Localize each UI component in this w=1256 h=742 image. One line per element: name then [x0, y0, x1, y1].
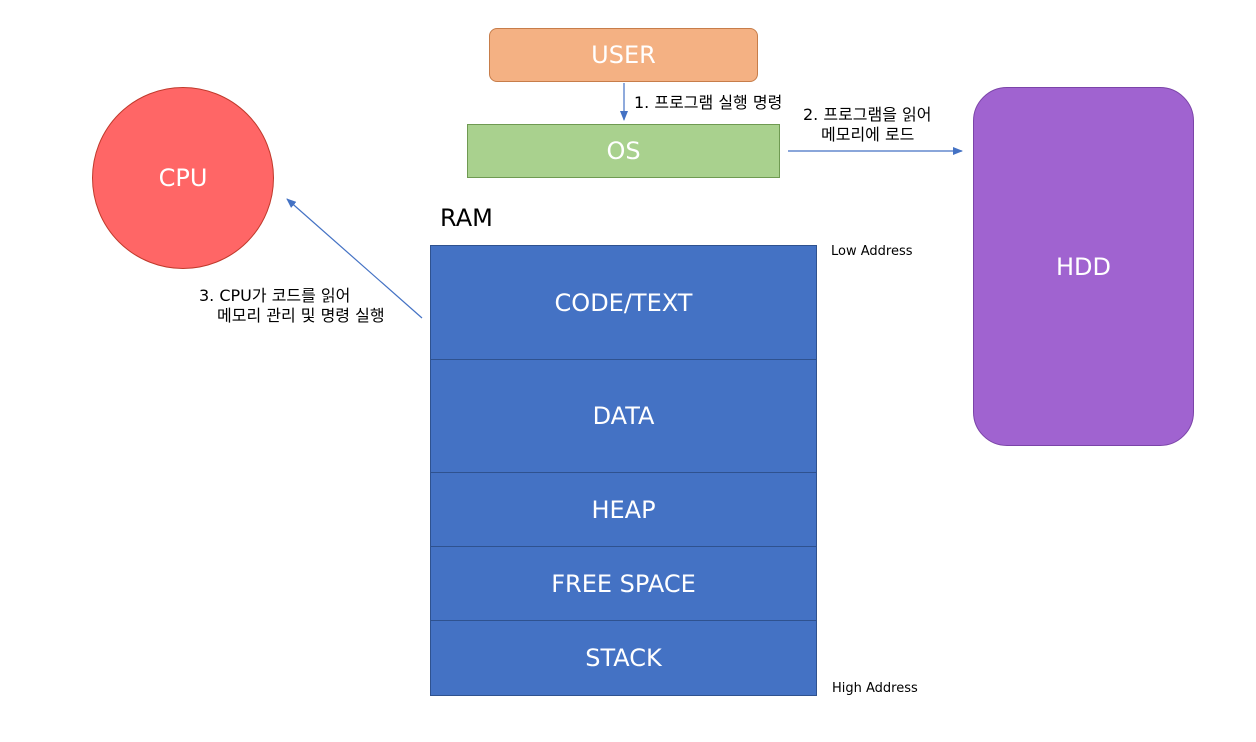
segment-label: CODE/TEXT — [554, 288, 693, 317]
user-node: USER — [489, 28, 758, 82]
ram-segment-free-space: FREE SPACE — [431, 547, 816, 621]
segment-label: DATA — [592, 402, 655, 430]
segment-label: STACK — [585, 644, 662, 672]
ram-title: RAM — [440, 204, 493, 232]
os-node: OS — [467, 124, 780, 178]
low-address-label: Low Address — [831, 244, 913, 259]
ram-segment-data: DATA — [431, 360, 816, 473]
segment-label: HEAP — [591, 495, 656, 524]
os-label: OS — [606, 137, 641, 165]
step2-note-line1: 2. 프로그램을 읽어 — [803, 105, 932, 124]
step3-note-line2: 메모리 관리 및 명령 실행 — [217, 306, 385, 325]
step3-note-line1: 3. CPU가 코드를 읽어 — [199, 286, 351, 305]
cpu-label: CPU — [158, 164, 208, 192]
segment-label: FREE SPACE — [551, 569, 696, 598]
ram-segment-code-text: CODE/TEXT — [431, 246, 816, 360]
step2-note-line2: 메모리에 로드 — [821, 125, 915, 144]
hdd-label: HDD — [1055, 252, 1111, 281]
cpu-node: CPU — [92, 87, 274, 269]
user-label: USER — [591, 41, 656, 69]
ram-segment-stack: STACK — [431, 621, 816, 695]
ram-memory-layout: CODE/TEXT DATA HEAP FREE SPACE STACK — [430, 245, 817, 696]
ram-segment-heap: HEAP — [431, 473, 816, 547]
hdd-node: HDD — [973, 87, 1194, 446]
step1-note: 1. 프로그램 실행 명령 — [634, 93, 783, 112]
high-address-label: High Address — [832, 681, 918, 696]
